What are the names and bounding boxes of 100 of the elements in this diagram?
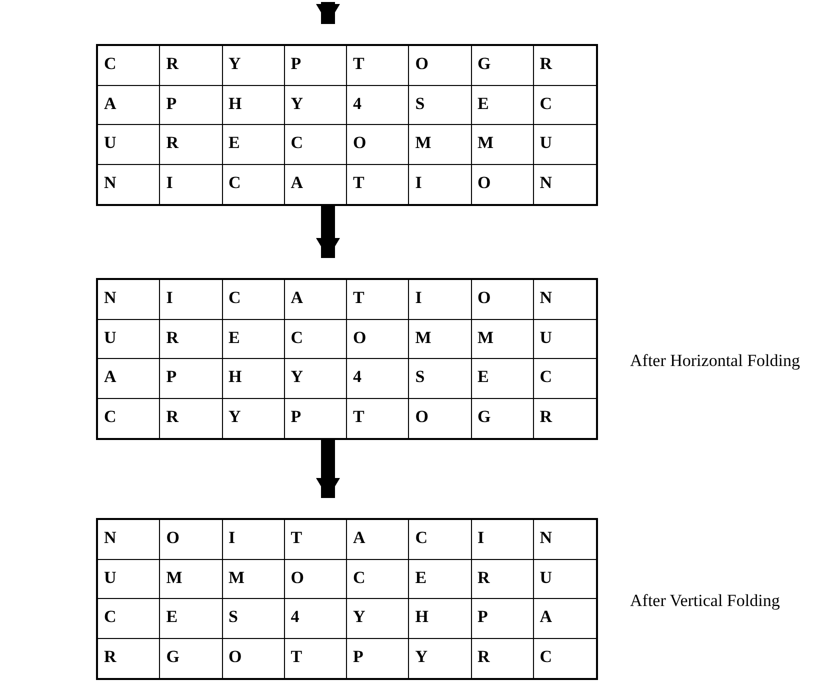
- grid-letter: S: [222, 599, 285, 638]
- grid-letter: I: [160, 164, 222, 204]
- grid-letter: R: [472, 638, 534, 678]
- grid-letter: E: [160, 599, 222, 638]
- grid-letter: N: [534, 280, 596, 320]
- grid-letter: G: [472, 398, 534, 438]
- grid-letter: Y: [409, 638, 472, 678]
- grid-letter: H: [409, 599, 472, 638]
- grid-letter: N: [98, 520, 160, 560]
- grid-letter: M: [409, 125, 472, 164]
- grid-letter: R: [538, 406, 554, 428]
- letter-grid: [96, 278, 598, 440]
- arrow: [316, 440, 340, 498]
- grid-letter: I: [160, 280, 222, 320]
- grid-letter: I: [472, 520, 534, 560]
- grid-letter: P: [472, 599, 534, 638]
- grid-letter: N: [534, 520, 596, 560]
- grid-letter: R: [160, 398, 222, 438]
- grid-letter: M: [160, 560, 222, 599]
- grid-letter: A: [98, 359, 160, 398]
- grid-letter: I: [409, 280, 472, 320]
- grid-letter: R: [472, 560, 534, 599]
- grid-letter: O: [472, 280, 534, 320]
- grid-letter: C: [222, 280, 285, 320]
- grid-letter: O: [472, 164, 534, 204]
- grid-letter: P: [347, 638, 410, 678]
- letter-grid: [96, 44, 598, 206]
- grid-letter: A: [347, 520, 410, 560]
- grid-letter: C: [98, 599, 160, 638]
- grid-letter: U: [534, 320, 596, 359]
- grid-letter: Y: [284, 86, 347, 125]
- grid-letter: Y: [222, 46, 285, 86]
- grid-letter: E: [222, 125, 285, 164]
- grid-letter: O: [347, 125, 410, 164]
- grid-letter: C: [222, 164, 285, 204]
- grid-letter: S: [409, 86, 472, 125]
- grid-letter: C: [538, 646, 554, 668]
- grid-letter: S: [409, 359, 472, 398]
- grid-letter: C: [534, 86, 596, 125]
- grid-letter: C: [98, 398, 160, 438]
- grid-letter: U: [98, 320, 160, 359]
- grid-letter: C: [284, 320, 347, 359]
- grid-letter: M: [409, 320, 472, 359]
- grid-letter: R: [160, 320, 222, 359]
- grid-letter: P: [160, 359, 222, 398]
- grid-letter: M: [472, 125, 534, 164]
- grid-letter: U: [534, 125, 596, 164]
- grid-letter: E: [472, 359, 534, 398]
- grid-letter: T: [347, 280, 410, 320]
- grid-letter: M: [472, 320, 534, 359]
- grid-letter: O: [409, 398, 472, 438]
- grid-letter: U: [98, 560, 160, 599]
- grid-letter: R: [160, 46, 222, 86]
- grid-letter: U: [534, 560, 596, 599]
- grid-letter: I: [222, 520, 285, 560]
- grid-letter: O: [284, 560, 347, 599]
- grid-letter: Y: [222, 398, 285, 438]
- grid-letter: R: [534, 46, 596, 86]
- grid-letter: P: [284, 46, 347, 86]
- letter-grid: [96, 518, 598, 680]
- grid-letter: P: [284, 398, 347, 438]
- grid-letter: N: [98, 280, 160, 320]
- grid-letter: T: [347, 164, 410, 204]
- grid-letter: C: [534, 359, 596, 398]
- grid-letter: M: [222, 560, 285, 599]
- grid-letter: A: [98, 86, 160, 125]
- grid-letter: O: [222, 638, 285, 678]
- grid-letter: 4: [347, 86, 410, 125]
- grid-letter: A: [534, 599, 596, 638]
- grid-letter: G: [472, 46, 534, 86]
- grid-letter: I: [409, 164, 472, 204]
- grid-letter: C: [284, 125, 347, 164]
- grid-letter: A: [284, 164, 347, 204]
- grid-letter: C: [347, 560, 410, 599]
- grid-letter: N: [538, 172, 554, 194]
- grid-letter: T: [284, 638, 347, 678]
- grid-letter: E: [222, 320, 285, 359]
- grid-letter: 4: [347, 359, 410, 398]
- grid-letter: N: [98, 164, 160, 204]
- grid-letter: Y: [347, 599, 410, 638]
- grid-letter: O: [347, 320, 410, 359]
- arrow: [316, 2, 340, 24]
- grid-letter: E: [409, 560, 472, 599]
- arrow: [316, 206, 340, 258]
- grid-letter: O: [409, 46, 472, 86]
- grid-letter: Y: [284, 359, 347, 398]
- caption-text: After Horizontal Folding: [630, 350, 801, 372]
- grid-letter: T: [347, 398, 410, 438]
- grid-letter: C: [409, 520, 472, 560]
- grid-letter: R: [160, 125, 222, 164]
- grid-letter: A: [284, 280, 347, 320]
- grid-letter: H: [222, 86, 285, 125]
- grid-letter: C: [98, 46, 160, 86]
- grid-letter: O: [160, 520, 222, 560]
- grid-letter: G: [160, 638, 222, 678]
- grid-letter: H: [222, 359, 285, 398]
- grid-letter: R: [98, 638, 160, 678]
- grid-letter: U: [98, 125, 160, 164]
- grid-letter: T: [284, 520, 347, 560]
- grid-letter: T: [347, 46, 410, 86]
